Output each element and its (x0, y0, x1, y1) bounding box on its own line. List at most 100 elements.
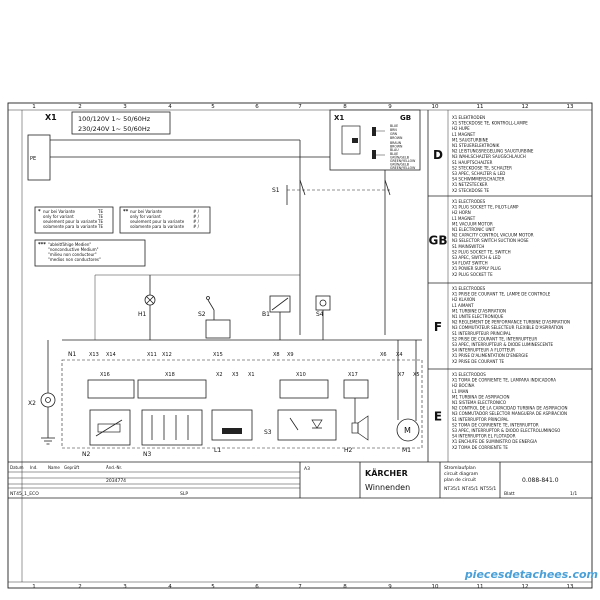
column-number-bottom: 5 (211, 584, 215, 590)
column-number-bottom: 6 (255, 584, 259, 590)
n2-label: N2 (82, 451, 90, 458)
watermark-text: piecesdetachees.com (464, 568, 598, 581)
title-block: Datum Ind. Name Geprüft Änd.-Nr. 2034774… (8, 462, 592, 499)
n1-label: N1 (68, 351, 76, 358)
sensor-icon (269, 295, 291, 340)
motor-symbol: M (404, 426, 411, 435)
legend-item: M1 TURBINE D'ASPIRATION (452, 308, 506, 313)
terminal-x7: X7 (398, 372, 405, 378)
supply-box (71, 111, 171, 135)
variant-note-line: only for variant (43, 214, 74, 219)
column-number-top: 6 (255, 104, 259, 110)
s4-label: S4 (316, 311, 324, 318)
l1-magnet (211, 409, 253, 441)
legend-item: S3 APEC, SWITCH & LED (452, 255, 501, 260)
legend-item: H2 KLAXON (452, 297, 475, 302)
legend-item: S2 PLUG SOCKET TE, SWITCH (452, 249, 511, 254)
inset-wire-colors: BLUEBRNGRNBROWNBRAUNBROWNBLAUBLUEGRÜN/GE… (390, 124, 416, 170)
variant-note-line: seulement pour la variante (130, 219, 185, 224)
inset-wire-color: BROWN (390, 145, 403, 149)
h2-label: H2 (344, 447, 353, 454)
column-number-bottom: 4 (168, 584, 172, 590)
h1-label: H1 (138, 311, 147, 318)
column-number-bottom: 13 (567, 584, 574, 590)
selector-switch-icon (151, 415, 189, 440)
legend-item: N3 WAHLSCHALTER SAUGSCHLAUCH (452, 154, 526, 159)
terminal-x8: X8 (273, 352, 280, 358)
tb-change-no: 2034774 (106, 478, 126, 484)
legend-item: N2 CONTROL DE LA CAPACIDAD TURBINA DE AS… (452, 406, 567, 411)
power-plug (27, 134, 51, 181)
column-number-bottom: 8 (343, 584, 347, 590)
n3-label: N3 (143, 451, 151, 458)
s2-switch-icon (205, 296, 231, 339)
legend-lang-d: D (433, 148, 443, 162)
sheet-number: 1/1 (570, 491, 577, 497)
x2-label: X2 (28, 400, 36, 407)
s3-label: S3 (264, 429, 272, 436)
legend-item: L1 MAGNET (452, 216, 476, 221)
inset-wire-color: BLAU (390, 148, 399, 152)
s3-apec-switch (277, 409, 337, 441)
inset-ref: X1 (334, 114, 344, 122)
s2-label: S2 (198, 311, 206, 318)
tb-header-date: Datum (10, 465, 24, 470)
variant-note-line: "ableitfähige Medien" (48, 242, 91, 247)
x10-connector (279, 379, 329, 399)
variant-note-code: # / (193, 214, 200, 219)
tb-header-change: Änd.-Nr. (106, 465, 122, 470)
legend-item: S1 INTERRUPTEUR PRINCIPAL (452, 331, 512, 336)
doc-type-fr: plan de circuit (444, 477, 476, 483)
svg-text:*: * (38, 209, 41, 215)
variant-note-2 (119, 206, 211, 234)
column-number-top: 11 (477, 104, 484, 110)
inset-wire-color: GREEN/YELLOW (390, 159, 416, 163)
company-name: KÄRCHER (365, 468, 408, 478)
legend-item: X2 PLUG SOCKET TE (452, 272, 493, 277)
legend-item: S3 APEC, SCHALTER & LED (452, 171, 505, 176)
inset-plug-icon (341, 125, 385, 159)
legend-item: N3 CONMUTADOR SELECTOR MANGUERA DE ASPIR… (452, 411, 567, 416)
legend-item: X1 PRISE DE COURANT TE, LAMPE DE CONTROL… (452, 292, 551, 297)
legend-item: X2 TOMA DE CORRIENTE TE (452, 445, 508, 450)
column-number-bottom: 3 (123, 584, 127, 590)
column-number-top: 3 (123, 104, 127, 110)
terminal-x2b: X2 (216, 372, 223, 378)
legend-item: H2 BOCINA (452, 383, 475, 388)
type-name-1: NT35/1 (444, 486, 460, 492)
legend-item: S4 SCHWIMMERSCHALTER (452, 177, 505, 182)
column-number-top: 2 (78, 104, 82, 110)
legend-item: N1 UNITE ELECTRONIQUE (452, 314, 504, 319)
column-number-top: 5 (211, 104, 215, 110)
lamp-icon (144, 275, 156, 340)
variant-note-3 (34, 239, 146, 267)
legend-item: H2 HORN (452, 210, 471, 215)
variant-note-code: TE (97, 224, 103, 229)
legend-item: M1 SAUGTURBINE (452, 137, 489, 142)
column-number-top: 9 (388, 104, 392, 110)
legend-item: X1 STECKDOSE TE, KONTROLL-LAMPE (452, 121, 528, 126)
legend-item: S4 FLOAT SWITCH (452, 261, 488, 266)
column-number-bottom: 11 (477, 584, 484, 590)
legend-item: N2 LEISTUNGSREGELUNG SAUGTURBINE (452, 149, 534, 154)
svg-text:**: ** (123, 209, 129, 215)
tb-header-name: Name (48, 465, 60, 470)
pe-label: PE (30, 156, 36, 162)
resistor-icon (95, 419, 123, 437)
variant-note-code: # / (193, 219, 200, 224)
legend-item: S2 STECKDOSE TE, SCHALTER (452, 165, 512, 170)
variant-note-line: nur bei Variante (130, 209, 163, 214)
column-number-bottom: 9 (388, 584, 392, 590)
legend-item: M1 TURBINA DE ASPIRACION (452, 394, 509, 399)
column-number-bottom: 1 (32, 584, 36, 590)
variant-note-line: only for variant (130, 214, 161, 219)
legend-item: L1 AIMANT (452, 303, 474, 308)
legend-item: X1 ELECTRODES (452, 199, 486, 204)
doc-type: Stromlaufplan (444, 465, 476, 471)
x17-label: X17 (348, 372, 358, 378)
column-number-top: 7 (298, 104, 302, 110)
